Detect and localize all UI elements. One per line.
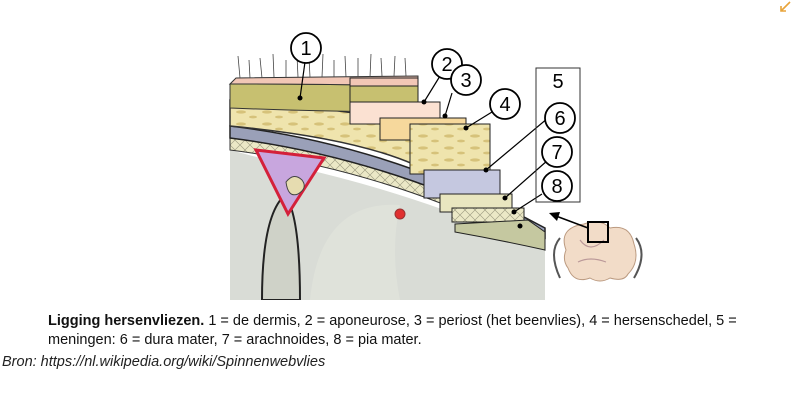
blood-vessel (395, 209, 405, 219)
callout-label-5: 5 (552, 71, 563, 93)
callout-label-3: 3 (460, 70, 471, 92)
callout-label-8: 8 (551, 176, 562, 198)
figure-caption: Ligging hersenvliezen. 1 = de dermis, 2 … (48, 312, 778, 350)
callout-label-7: 7 (551, 142, 562, 164)
callout-label-1: 1 (300, 38, 311, 60)
callout-label-6: 6 (554, 108, 565, 130)
callout-label-4: 4 (499, 94, 510, 116)
caption-title: Ligging hersenvliezen. (48, 313, 204, 329)
callout-label-2: 2 (441, 54, 452, 76)
source-link: Bron: https://nl.wikipedia.org/wiki/Spin… (2, 354, 325, 370)
hair (238, 54, 406, 78)
brain-thumbnail (549, 212, 642, 281)
expand-arrow-icon[interactable] (778, 0, 792, 14)
meninges-diagram: 1 2 3 4 5 6 7 8 (0, 0, 798, 300)
